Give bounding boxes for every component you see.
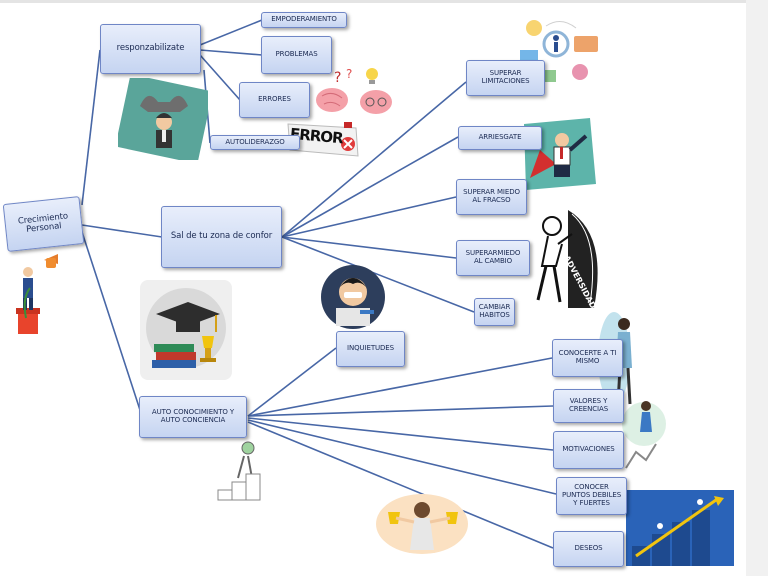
link-root-responsabilizate <box>81 49 101 206</box>
error-sign: ERROR <box>286 120 362 164</box>
link-auto-inquietudes <box>247 347 337 417</box>
node-autoconocimiento[interactable]: AUTO CONOCIMIENTO Y AUTO CONCIENCIA <box>139 396 247 438</box>
node-deseos[interactable]: DESEOS <box>553 531 624 567</box>
link-auto-conocerte <box>247 357 553 417</box>
watering-person-icon <box>16 254 58 334</box>
node-autoliderazgo[interactable]: AUTOLIDERAZGO <box>210 135 300 150</box>
link-resp-errores <box>199 54 241 101</box>
node-cambiar-habitos[interactable]: CAMBIAR HABITOS <box>474 298 515 326</box>
node-problemas[interactable]: PROBLEMAS <box>261 36 332 74</box>
link-zona-limitaciones <box>281 81 467 238</box>
svg-text:?: ? <box>334 70 341 86</box>
node-root[interactable]: Crecimiento Personal <box>2 196 85 252</box>
link-auto-puntos <box>247 419 557 495</box>
stairs-figure-icon <box>217 441 261 501</box>
node-superar-miedo-cambio[interactable]: SUPERARMIEDO AL CAMBIO <box>456 240 530 276</box>
svg-text:?: ? <box>346 67 352 81</box>
node-responsabilizate[interactable]: responzabilizate <box>100 24 201 74</box>
link-zona-habitos <box>281 236 475 313</box>
node-motivaciones[interactable]: MOTIVACIONES <box>553 431 624 469</box>
window-right-edge <box>746 0 768 576</box>
winner-woman-trophy-icon <box>376 494 468 554</box>
node-conocerte[interactable]: CONOCERTE A TI MISMO <box>552 339 623 377</box>
node-superar-miedo-fracaso[interactable]: SUPERAR MIEDO AL FRACSO <box>456 179 527 215</box>
link-auto-valores <box>247 405 554 417</box>
node-superar-limitaciones[interactable]: SUPERAR LIMITACIONES <box>466 60 545 96</box>
link-resp-problemas <box>199 49 263 56</box>
link-auto-deseos <box>247 421 554 549</box>
node-inquietudes[interactable]: INQUIETUDES <box>336 331 405 367</box>
strong-man-icon <box>118 78 208 160</box>
node-valores[interactable]: VALORES Y CREENCIAS <box>553 389 624 423</box>
link-root-autoconocimiento <box>81 231 141 411</box>
link-zona-arriesgate <box>281 136 459 238</box>
node-puntos-debiles[interactable]: CONOCER PUNTOS DEBILES Y FUERTES <box>556 477 627 515</box>
link-resp-empoderamiento <box>199 19 263 46</box>
climbing-woman-icon <box>622 401 666 469</box>
graduation-books-icon <box>140 280 232 380</box>
node-arriesgate[interactable]: ARRIESGATE <box>458 126 542 150</box>
node-errores[interactable]: ERRORES <box>239 82 310 118</box>
link-root-zona <box>81 224 163 238</box>
superhero-businessman-icon <box>524 118 596 190</box>
window-top-edge <box>0 0 768 3</box>
brains-question-icon: ? ? <box>316 67 392 114</box>
node-zona-confort[interactable]: Sal de tu zona de confor <box>161 206 282 268</box>
stressed-man-icon <box>321 265 385 329</box>
link-zona-miedo-fracaso <box>281 196 457 238</box>
career-stairs-illustration <box>626 490 734 566</box>
link-auto-motivaciones <box>247 417 554 451</box>
link-zona-miedo-cambio <box>281 236 457 259</box>
node-empoderamiento[interactable]: EMPODERAMIENTO <box>261 12 347 28</box>
adversity-illustration: ADVERSIDAD <box>528 204 612 310</box>
